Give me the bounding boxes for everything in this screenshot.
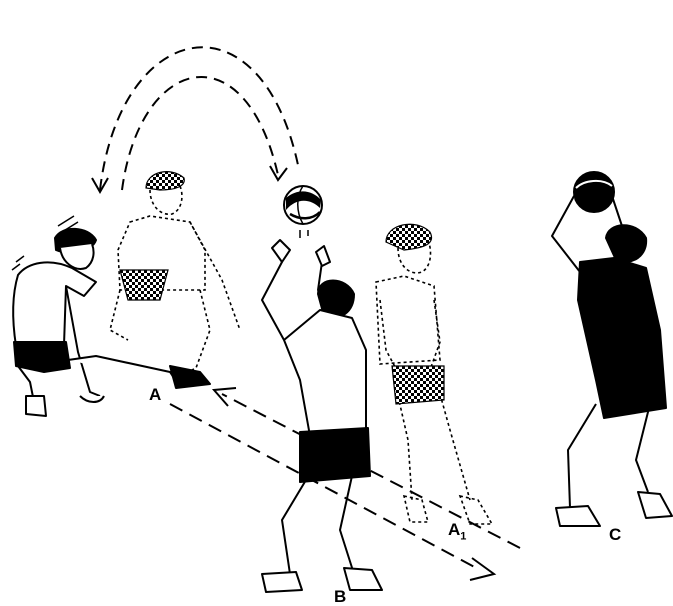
label-c: C	[609, 526, 621, 543]
player-b	[262, 240, 382, 592]
label-a1: A1	[448, 521, 466, 542]
label-a: A	[149, 386, 161, 403]
player-c-hair	[606, 225, 646, 262]
player-b-left-hand	[272, 240, 290, 262]
player-b-legs	[282, 476, 354, 574]
player-b-shirt	[284, 310, 366, 436]
player-a-shirt	[13, 262, 96, 346]
player-b-right-shoe	[344, 568, 382, 590]
arrowhead-to-B	[470, 558, 494, 580]
ghost-a1-shorts	[392, 366, 444, 404]
player-a-shorts	[14, 342, 70, 372]
inner-arc	[122, 77, 278, 190]
ghost-a-arm	[190, 222, 240, 330]
player-a-right-shoe	[170, 366, 210, 388]
ball-motion-marks	[300, 230, 308, 238]
player-c	[552, 172, 672, 526]
player-a-leg	[68, 356, 178, 384]
ghost-a-shorts	[120, 270, 168, 300]
label-a1-letter: A	[448, 520, 460, 539]
volleyball	[284, 186, 322, 224]
player-c-left-shoe	[556, 506, 600, 526]
player-a-shoe	[26, 396, 46, 416]
return-line-to-A	[222, 394, 520, 548]
ghost-a1-hair	[386, 224, 432, 250]
player-b-left-arm	[262, 262, 284, 340]
player-b-left-shoe	[262, 572, 302, 592]
label-b: B	[334, 588, 346, 605]
arrowhead-to-A	[214, 388, 236, 406]
player-c-left-arm	[552, 196, 580, 272]
player-b-shorts	[300, 428, 370, 482]
player-c-body	[578, 258, 666, 418]
player-b-right-hand	[316, 246, 330, 266]
player-a-crouching	[13, 229, 210, 416]
label-a1-subscript: 1	[460, 530, 466, 542]
ball-trajectory-arcs	[100, 47, 298, 190]
player-c-right-shoe	[638, 492, 672, 518]
player-c-ball	[574, 172, 614, 212]
arc-arrowheads	[92, 166, 287, 192]
player-a-arm	[66, 286, 100, 396]
player-a-hands	[80, 396, 104, 402]
outer-arc	[100, 47, 298, 190]
ghost-a1-legs	[398, 394, 470, 500]
ghost-a-hair	[146, 172, 184, 190]
